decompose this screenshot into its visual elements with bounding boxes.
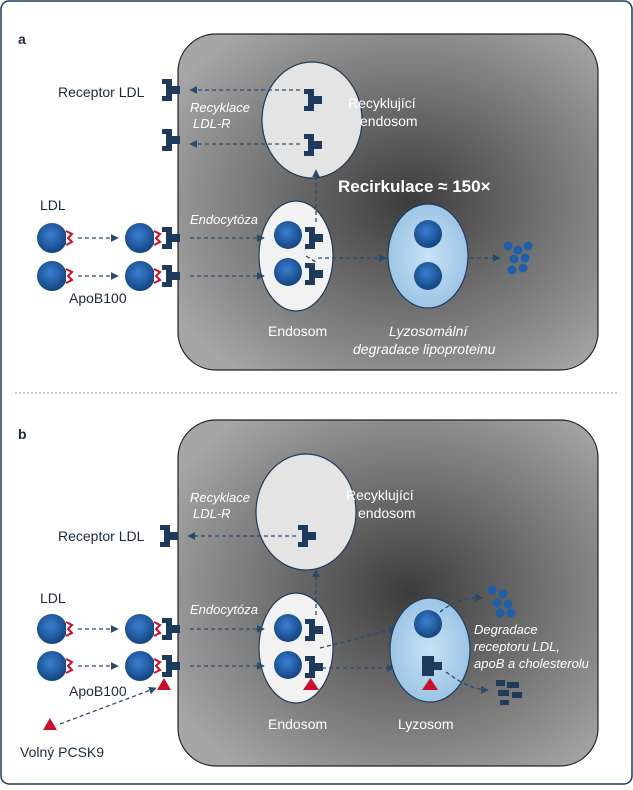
pcsk9-binding-arrow <box>59 686 157 725</box>
receptor-fragments-icon <box>496 680 522 705</box>
apob-icon <box>153 268 162 284</box>
endocytosis-label-b: Endocytóza <box>190 602 258 617</box>
free-pcsk9-label: Volný PCSK9 <box>20 744 104 760</box>
ldl-particle <box>125 223 155 253</box>
ldl-particle <box>37 651 67 681</box>
ldl-particle <box>414 220 442 248</box>
ldl-particle <box>37 223 67 253</box>
cell-b <box>177 419 599 767</box>
apob-label-a: ApoB100 <box>69 290 127 306</box>
apob-icon <box>65 268 74 284</box>
cell-a <box>177 33 599 371</box>
recycling-endosome-b-label-2: endosom <box>358 505 416 521</box>
receptor-ldl-label-b: Receptor LDL <box>58 528 145 544</box>
recycle-label-b-1: Recyklace <box>190 490 250 505</box>
degradation-label-2: receptoru LDL, <box>474 639 560 654</box>
endosome-a <box>258 200 334 312</box>
recirculation-label: Recirkulace ≈ 150× <box>338 177 491 196</box>
panel-a-letter: a <box>18 31 26 47</box>
lysosome-b-label: Lyzosom <box>398 716 454 732</box>
split-arrow <box>305 255 318 269</box>
degradation-label-3: apoB a cholesterolu <box>474 656 589 671</box>
degradation-label-1: Degradace <box>474 622 538 637</box>
ldl-label-b: LDL <box>40 590 66 606</box>
recycle-label-1: Recyklace <box>190 100 250 115</box>
apob-icon <box>65 621 74 637</box>
apob-label-b: ApoB100 <box>69 683 127 699</box>
panel-b-letter: b <box>18 426 27 442</box>
endosome-b-label: Endosom <box>268 716 327 732</box>
apob-icon <box>153 658 162 674</box>
ldl-particle <box>414 262 442 290</box>
ldl-particle <box>274 258 302 286</box>
ldl-particle <box>414 610 442 638</box>
ldl-particle <box>274 221 302 249</box>
lysosome-a <box>387 203 469 309</box>
apob-icon <box>153 230 162 246</box>
recycling-endosome-label-1: Recyklující <box>348 95 416 111</box>
ldl-particle <box>125 651 155 681</box>
ldl-particle <box>125 614 155 644</box>
apob-icon <box>65 230 74 246</box>
receptor-degradation-arrow <box>445 671 489 694</box>
recycling-endosome-a <box>261 61 363 179</box>
lysosome-receptor-icon <box>422 656 442 676</box>
degradation-fragments-icon <box>503 241 533 275</box>
recycling-endosome-b <box>255 453 357 571</box>
recycling-endosome-label-2: endosom <box>360 113 418 129</box>
apob-icon <box>65 658 74 674</box>
ldl-to-lysosome-arrow <box>319 626 397 649</box>
lysosome-b <box>389 597 471 703</box>
ldl-fragments-icon <box>487 585 516 618</box>
ldl-particle <box>125 261 155 291</box>
recycle-label-2: LDL-R <box>193 116 231 131</box>
lysosomal-label-1: Lyzosomální <box>389 323 469 339</box>
ldl-particle <box>37 261 67 291</box>
ldl-particle <box>274 614 302 642</box>
pcsk9-bound-icon <box>157 678 171 690</box>
recycle-label-b-2: LDL-R <box>193 506 231 521</box>
lysosomal-label-2: degradace lipoproteinu <box>353 341 496 357</box>
free-pcsk9-icon <box>43 718 57 730</box>
receptor-ldl-label: Receptor LDL <box>58 84 145 100</box>
recycling-endosome-b-label-1: Recyklující <box>346 487 414 503</box>
ldl-particle <box>37 614 67 644</box>
apob-icon <box>153 621 162 637</box>
pcsk9-icon <box>422 678 438 690</box>
ldl-label-a: LDL <box>40 197 66 213</box>
endosome-a-label: Endosom <box>268 323 327 339</box>
ldl-degradation-arrow <box>439 593 483 613</box>
ldl-particle <box>274 651 302 679</box>
pcsk9-icon <box>303 678 319 690</box>
endocytosis-label-a: Endocytóza <box>190 212 258 227</box>
